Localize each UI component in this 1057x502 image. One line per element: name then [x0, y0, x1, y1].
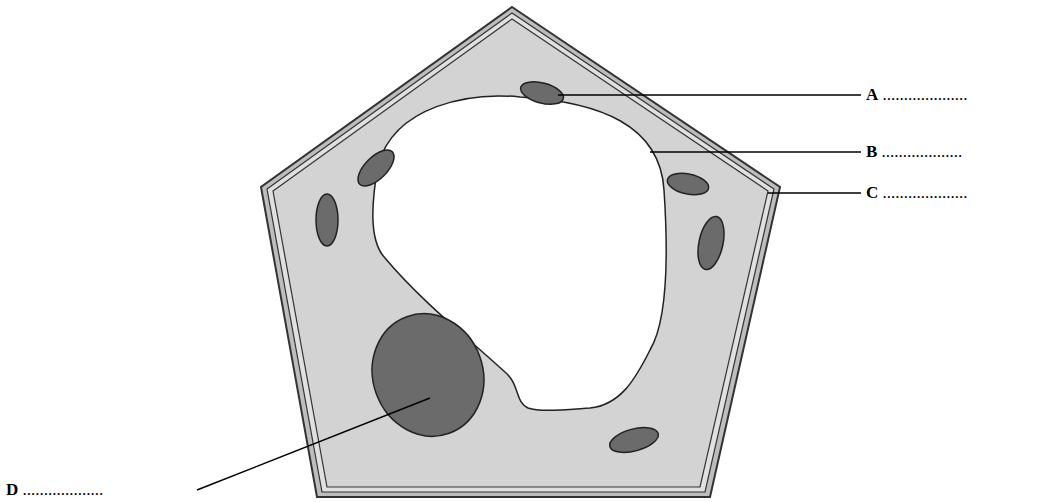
leader-line — [768, 192, 861, 194]
chloroplast — [352, 144, 400, 192]
cytoplasm — [273, 19, 768, 487]
nucleus — [355, 298, 501, 452]
chloroplast — [665, 170, 710, 198]
chloroplast — [518, 78, 566, 109]
part-label: A .................... — [866, 86, 968, 103]
cell-wall-inner — [267, 13, 774, 492]
part-label: D ................... — [6, 481, 103, 498]
leader-line — [650, 151, 861, 153]
leader-line — [558, 94, 861, 96]
part-label: B ................... — [866, 143, 962, 160]
leader-line — [197, 398, 430, 490]
chloroplast — [694, 214, 729, 272]
part-label: C .................... — [866, 184, 968, 201]
chloroplast — [607, 423, 661, 457]
chloroplast — [316, 194, 338, 246]
cell-wall — [261, 7, 780, 497]
